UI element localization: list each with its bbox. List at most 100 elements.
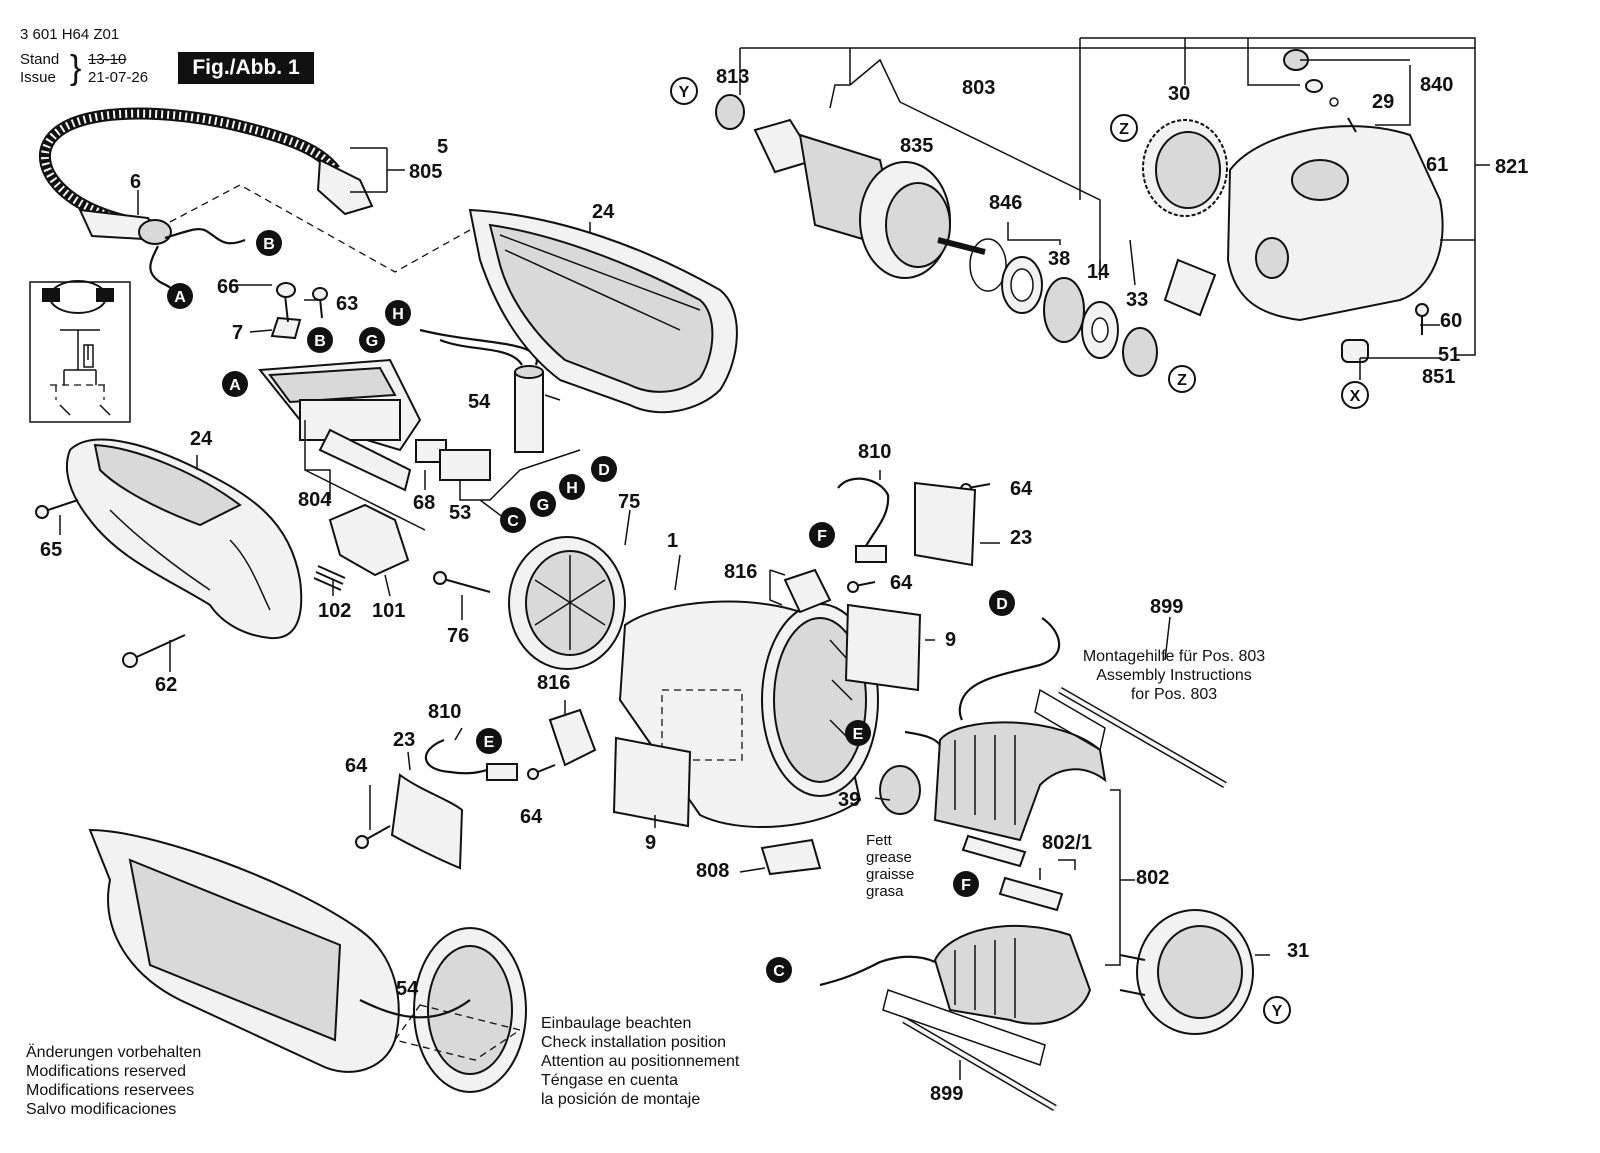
connector-e-badge: E [845,720,871,746]
label-24: 24 [592,201,615,223]
bearings-and-rings [969,238,1158,377]
brush-holders [424,477,890,781]
marker-y-badge: Y [670,77,698,105]
brace-icon: } [70,49,82,87]
svg-text:B: B [314,333,326,350]
label-899: 899 [930,1083,963,1105]
old-date: 13-10 [88,51,127,68]
label-1: 1 [667,530,678,552]
connector-a-badge: A [167,283,193,309]
label-51: 51 [1438,344,1460,366]
power-cord [39,107,374,291]
label-7: 7 [232,322,243,344]
spindle-lock [1163,258,1217,317]
figure-label: Fig./Abb. 1 [178,52,314,84]
label-66: 66 [217,276,239,298]
svg-text:B: B [263,236,275,253]
label-33: 33 [1126,289,1148,311]
field-lead-e [904,730,941,746]
label-840: 840 [1420,74,1453,96]
connector-c-badge: C [766,957,792,983]
svg-text:H: H [566,480,578,497]
svg-text:D: D [598,462,610,479]
handle-housing-lower [65,438,303,640]
label-65: 65 [40,539,62,561]
connector-g-badge: G [530,491,556,517]
svg-text:E: E [853,726,864,743]
svg-text:Y: Y [1272,1003,1283,1020]
label-816: 816 [724,561,757,583]
brush-plate-lower [998,876,1064,912]
assembled-view [88,828,527,1093]
label-68: 68 [413,492,435,514]
label-plate [760,838,822,876]
label-813: 813 [716,66,749,88]
label-39: 39 [838,789,860,811]
marker-z-badge: Z [1110,114,1138,142]
connector-f-badge: F [953,871,979,897]
armature [715,94,986,279]
label-24: 24 [190,428,213,450]
connector-h-badge: H [385,300,411,326]
gear-housing [1226,125,1444,322]
svg-text:A: A [174,289,186,306]
label-805: 805 [409,161,442,183]
connector-d-badge: D [591,456,617,482]
leader-lines [59,37,1490,1080]
svg-text:Y: Y [679,84,690,101]
stator-upper [933,721,1107,842]
label-804: 804 [298,489,332,511]
document-number: 3 601 H64 Z01 [20,26,120,43]
issue-label: Issue [20,69,56,86]
connector-c-badge: C [500,507,526,533]
wiring-schematic [29,280,131,423]
connector-e-badge: E [476,728,502,754]
label-810: 810 [428,701,461,723]
svg-text:G: G [366,333,378,350]
brush-plate-upper [961,834,1027,868]
bearing-39 [879,765,921,815]
label-54: 54 [396,978,419,1000]
issue-date: 21-07-26 [88,69,149,86]
label-23: 23 [393,729,415,751]
connector-b-badge: B [256,230,282,256]
label-38: 38 [1048,248,1070,270]
label-54: 54 [468,391,491,413]
label-75: 75 [618,491,640,513]
label-851: 851 [1422,366,1455,388]
label-29: 29 [1372,91,1394,113]
gear-housing-parts [1283,49,1369,363]
label-899: 899 [1150,596,1183,618]
label-61: 61 [1426,154,1448,176]
svg-text:Z: Z [1119,121,1129,138]
label-9: 9 [645,832,656,854]
svg-text:C: C [507,513,519,530]
label-821: 821 [1495,156,1528,178]
field-lead-d [958,617,1061,721]
brush-cover-right [914,481,977,567]
stand-label: Stand [20,51,60,68]
switch-assembly [258,282,491,492]
stator-lower [933,924,1092,1025]
label-101: 101 [372,600,405,622]
label-816: 816 [537,672,570,694]
marker-y-badge: Y [1263,996,1291,1024]
svg-text:D: D [996,596,1008,613]
label-62: 62 [155,674,177,696]
label-63: 63 [336,293,358,315]
label-835: 835 [900,135,933,157]
connector-h-badge: H [559,474,585,500]
label-808: 808 [696,860,729,882]
svg-text:A: A [229,377,241,394]
cover-plate-left [612,736,692,828]
label-802-1: 802/1 [1042,832,1092,854]
handle-housing-upper [468,208,738,414]
label-53: 53 [449,502,471,524]
spring [313,565,346,591]
label-6: 6 [130,171,141,193]
label-23: 23 [1010,527,1032,549]
